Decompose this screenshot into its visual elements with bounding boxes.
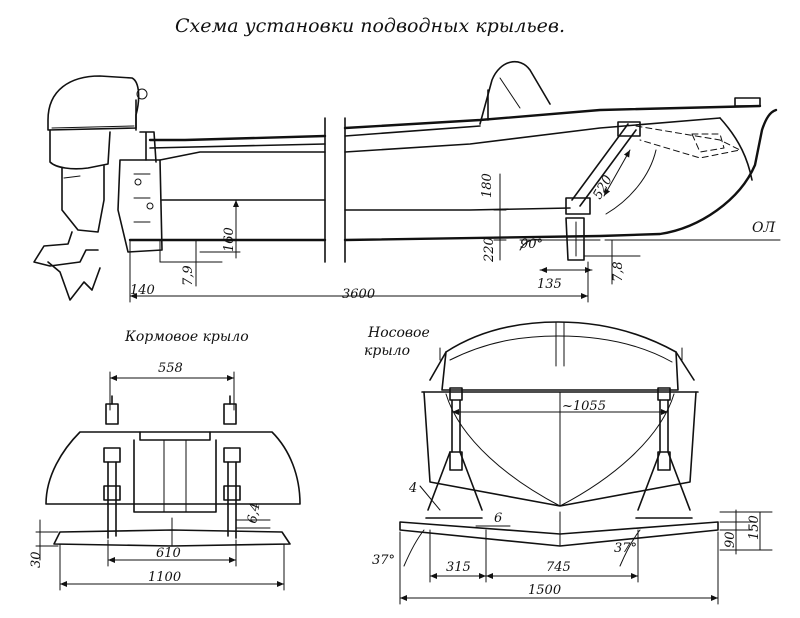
dim-37-left: 37° [372,553,395,568]
stern-foil-label: Кормовое крыло [124,329,249,345]
hull-bow-section [343,60,778,242]
dim-6: 6 [494,511,502,526]
waterline-label: ОЛ [752,220,775,236]
diagram-title: Схема установки подводных крыльев. [175,15,565,37]
dim-745: 745 [546,560,571,575]
dim-3600: 3600 [342,287,375,302]
dim-135: 135 [537,277,562,292]
dim-4: 4 [408,481,417,496]
dim-1055: ~1055 [562,399,606,414]
dim-160: 160 [222,227,237,252]
outboard-motor [33,75,148,301]
strut-raised-position [635,125,741,159]
dim-1500: 1500 [528,583,561,598]
dim-90-degrees: 90° [520,237,543,252]
dim-7-9: 7,9 [181,265,196,286]
dim-1100: 1100 [148,570,181,585]
strut-swing-arc [605,149,657,215]
dim-220: 220 [482,237,497,263]
bow-foil-label-line2: крыло [364,343,410,359]
rear-view: Кормовое крыло 558 6,4 610 1100 30 [29,329,301,591]
stern-bracket [117,131,163,253]
dim-140: 140 [130,283,155,298]
dim-37-right: 37° [614,541,637,556]
front-view: Носовое крыло ~1055 4 6 [364,321,773,605]
dim-6-4: 6,4 [245,502,263,525]
hull-stern-section [128,134,327,242]
dim-7-8: 7,8 [611,261,626,282]
dim-150: 150 [747,515,762,540]
dim-315: 315 [446,560,471,575]
dim-610: 610 [156,546,181,561]
dim-558: 558 [158,361,183,376]
side-view: ОЛ 180 520 160 220 90° 7,9 7,8 135 140 3… [33,60,781,303]
dim-520: 520 [590,173,615,202]
bow-foil-label-line1: Носовое [367,325,430,341]
dim-90: 90 [723,531,738,548]
dim-180: 180 [480,173,495,198]
dim-30: 30 [29,551,44,568]
